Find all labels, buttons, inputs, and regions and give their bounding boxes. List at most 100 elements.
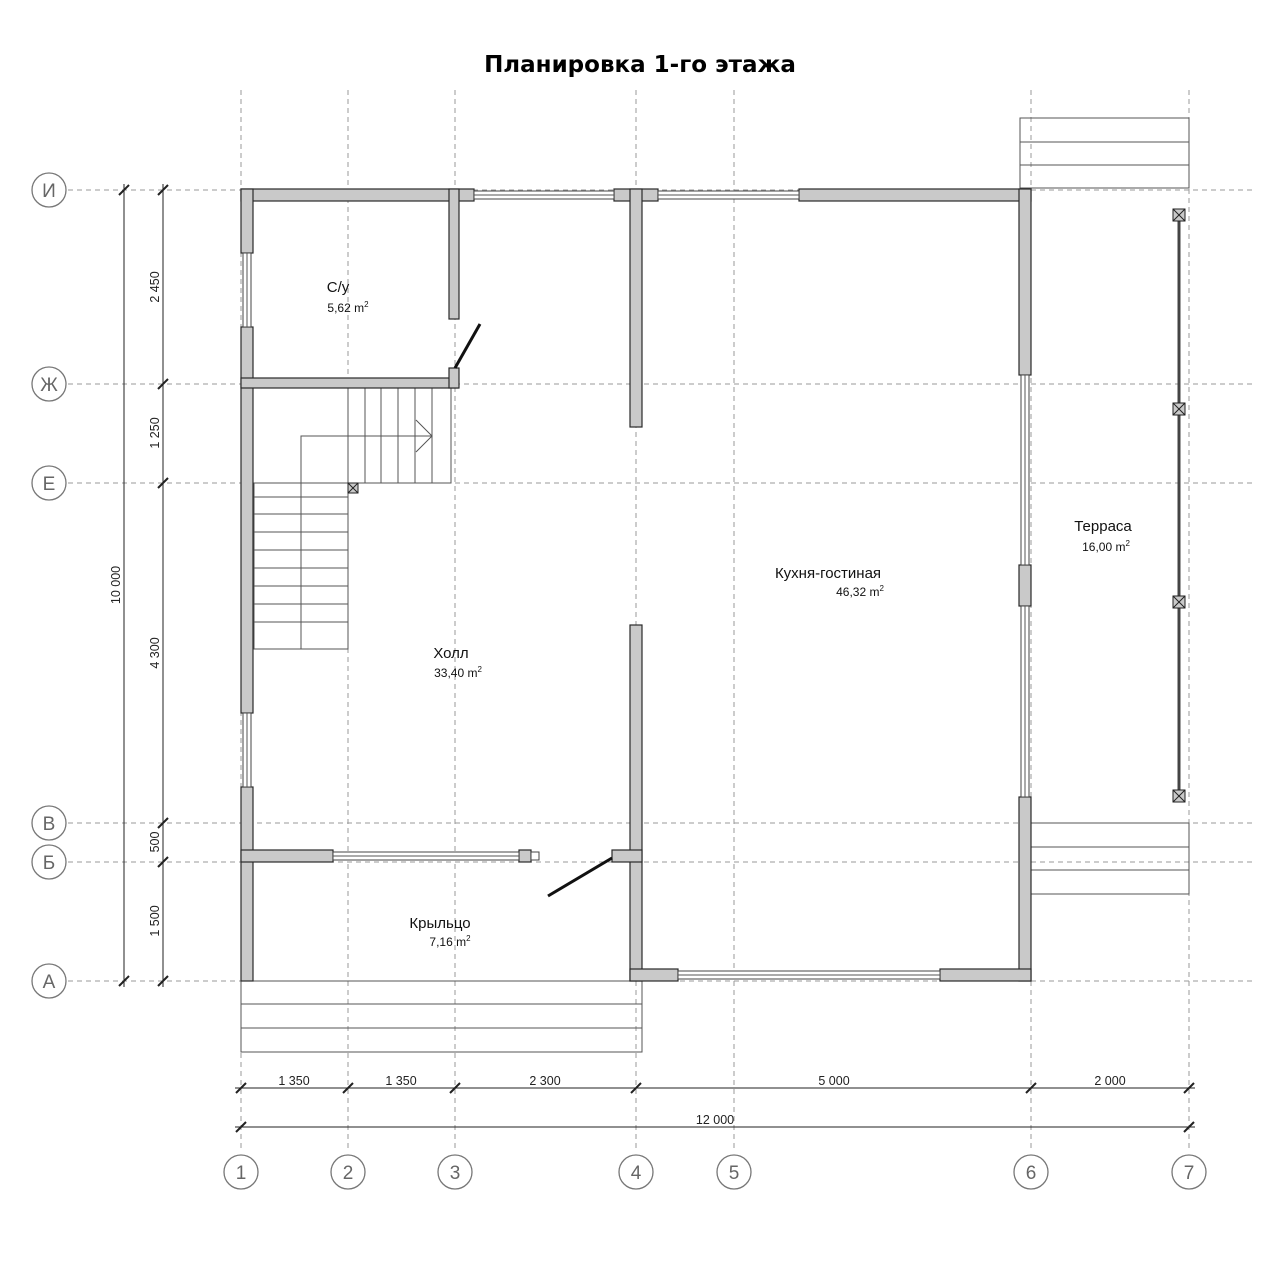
windows bbox=[242, 190, 1030, 980]
dim-bottom-1: 1 350 bbox=[278, 1074, 309, 1088]
svg-text:4: 4 bbox=[631, 1163, 642, 1184]
dim-bottom-4: 5 000 bbox=[818, 1074, 849, 1088]
staircase bbox=[253, 387, 452, 650]
dim-left-5: 1 500 bbox=[148, 905, 162, 936]
left-dimensions: 2 450 1 250 4 300 500 1 500 10 000 bbox=[109, 184, 169, 987]
terrace-outline bbox=[240, 117, 1190, 1053]
dim-left-total: 10 000 bbox=[109, 566, 123, 604]
room-label-bathroom: С/у 5,62 m2 bbox=[327, 279, 369, 315]
wall bbox=[240, 786, 254, 982]
dim-left-2: 1 250 bbox=[148, 417, 162, 448]
axis-bubble-6: 6 bbox=[1013, 1154, 1049, 1190]
axis-bubble-e: Е bbox=[31, 465, 67, 501]
svg-text:Терраса: Терраса bbox=[1074, 518, 1132, 535]
svg-text:3: 3 bbox=[450, 1163, 461, 1184]
dim-bottom-3: 2 300 bbox=[529, 1074, 560, 1088]
svg-text:7: 7 bbox=[1184, 1163, 1195, 1184]
svg-text:46,32 m2: 46,32 m2 bbox=[836, 584, 884, 599]
wall bbox=[518, 849, 532, 863]
plan-title: Планировка 1-го этажа bbox=[484, 52, 796, 78]
wall bbox=[798, 188, 1032, 202]
wall bbox=[611, 849, 643, 863]
window bbox=[242, 712, 252, 788]
wall bbox=[939, 968, 1032, 982]
svg-text:С/у: С/у bbox=[327, 279, 350, 296]
room-label-terrace: Терраса 16,00 m2 bbox=[1074, 518, 1132, 554]
wall bbox=[240, 377, 459, 389]
room-label-kitchen-living: Кухня-гостиная 46,32 m2 bbox=[775, 565, 885, 599]
axis-bubble-5: 5 bbox=[716, 1154, 752, 1190]
wall bbox=[1018, 564, 1032, 607]
svg-text:А: А bbox=[43, 972, 56, 993]
wall bbox=[1018, 188, 1032, 376]
dim-bottom-total: 12 000 bbox=[696, 1113, 734, 1127]
svg-text:6: 6 bbox=[1026, 1163, 1037, 1184]
svg-text:Б: Б bbox=[43, 853, 55, 874]
dim-left-1: 2 450 bbox=[148, 271, 162, 302]
window bbox=[473, 190, 615, 200]
window bbox=[677, 970, 941, 980]
terrace-post bbox=[1172, 595, 1186, 609]
axis-bubble-i: И bbox=[31, 172, 67, 208]
terrace-steps-top bbox=[1019, 117, 1190, 189]
axis-bubble-2: 2 bbox=[330, 1154, 366, 1190]
svg-text:Холл: Холл bbox=[433, 645, 468, 662]
axis-bubble-3: 3 bbox=[437, 1154, 473, 1190]
wall bbox=[240, 849, 334, 863]
wall bbox=[448, 188, 460, 320]
terrace-post bbox=[1172, 402, 1186, 416]
bathroom-door bbox=[453, 323, 482, 369]
axis-bubble-v: В bbox=[31, 805, 67, 841]
wall bbox=[1018, 796, 1032, 982]
svg-text:И: И bbox=[42, 181, 56, 202]
axis-bubble-7: 7 bbox=[1171, 1154, 1207, 1190]
wall bbox=[240, 188, 475, 202]
wall bbox=[629, 968, 679, 982]
window bbox=[332, 851, 520, 861]
axis-bubble-b: Б bbox=[31, 844, 67, 880]
axis-bubbles-vertical: 1 2 3 4 5 6 7 bbox=[223, 1154, 1207, 1190]
svg-text:16,00 m2: 16,00 m2 bbox=[1082, 539, 1130, 554]
svg-text:5,62 m2: 5,62 m2 bbox=[327, 300, 369, 315]
svg-text:1: 1 bbox=[236, 1163, 247, 1184]
room-label-hall: Холл 33,40 m2 bbox=[433, 645, 482, 680]
svg-text:33,40 m2: 33,40 m2 bbox=[434, 665, 482, 680]
wall bbox=[448, 367, 460, 389]
dim-left-4: 500 bbox=[148, 832, 162, 853]
svg-text:Ж: Ж bbox=[40, 375, 58, 396]
svg-text:Е: Е bbox=[43, 474, 56, 495]
axis-bubble-4: 4 bbox=[618, 1154, 654, 1190]
window bbox=[657, 190, 800, 200]
svg-text:Крыльцо: Крыльцо bbox=[409, 915, 470, 932]
window-frame-end bbox=[530, 851, 540, 861]
svg-text:В: В bbox=[43, 814, 56, 835]
svg-text:2: 2 bbox=[343, 1163, 354, 1184]
porch-steps bbox=[240, 980, 643, 1053]
svg-text:5: 5 bbox=[729, 1163, 740, 1184]
axis-bubble-1: 1 bbox=[223, 1154, 259, 1190]
dim-bottom-2: 1 350 bbox=[385, 1074, 416, 1088]
terrace-steps-bottom bbox=[1030, 822, 1190, 895]
terrace-railing bbox=[1172, 208, 1186, 803]
axis-bubbles-horizontal: И Ж Е В Б А bbox=[31, 172, 67, 999]
window bbox=[1020, 605, 1030, 798]
axis-bubble-zh: Ж bbox=[31, 366, 67, 402]
wall bbox=[629, 624, 643, 982]
dim-left-3: 4 300 bbox=[148, 637, 162, 668]
window bbox=[1020, 374, 1030, 566]
walls bbox=[240, 188, 1032, 982]
svg-text:Кухня-гостиная: Кухня-гостиная bbox=[775, 565, 881, 582]
axis-bubble-a: А bbox=[31, 963, 67, 999]
wall bbox=[629, 188, 643, 428]
room-label-porch: Крыльцо 7,16 m2 bbox=[409, 915, 471, 949]
svg-text:7,16 m2: 7,16 m2 bbox=[429, 934, 471, 949]
entrance-door bbox=[547, 856, 613, 898]
window bbox=[242, 252, 252, 328]
vertical-axis-lines bbox=[240, 90, 1190, 1150]
dim-bottom-5: 2 000 bbox=[1094, 1074, 1125, 1088]
terrace-post bbox=[1172, 208, 1186, 222]
bottom-dimensions: 1 350 1 350 2 300 5 000 2 000 12 000 bbox=[235, 1074, 1195, 1133]
wall bbox=[240, 188, 254, 254]
terrace-post bbox=[1172, 789, 1186, 803]
